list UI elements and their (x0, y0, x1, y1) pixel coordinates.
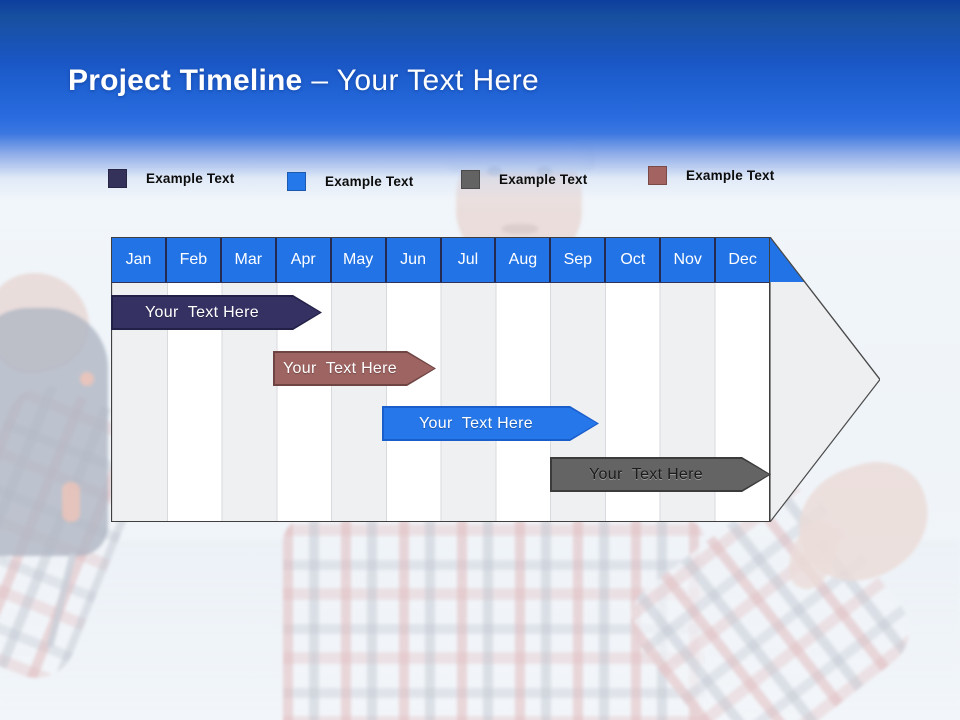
floor-shade (0, 540, 960, 720)
task-bar-4-label: Your Text Here (589, 465, 703, 483)
arrowhead-edge (770, 237, 880, 380)
task-bar-3-label: Your Text Here (419, 414, 533, 432)
task-bar-1-label: Your Text Here (145, 303, 259, 321)
legend-item: Example Text (108, 169, 234, 188)
jigsaw-knob (80, 372, 94, 386)
legend-swatch (648, 166, 667, 185)
month-cell-may: May (329, 238, 385, 282)
month-cell-oct: Oct (604, 238, 659, 282)
task-bar-2-label: Your Text Here (283, 359, 397, 377)
legend-label: Example Text (146, 171, 235, 186)
legend-label: Example Text (325, 174, 414, 189)
arrowhead-header-wedge (770, 237, 805, 282)
month-cell-jan: Jan (125, 251, 152, 268)
task-bar-2: Your Text Here (273, 351, 436, 386)
task-bar-3-fill (384, 408, 597, 439)
legend-swatch (461, 170, 480, 189)
title-main: Project Timeline (68, 64, 303, 97)
task-bar-4: Your Text Here (550, 457, 771, 492)
task-bar-2-fill (275, 353, 434, 384)
month-cell-jun: Jun (384, 238, 440, 282)
month-cell-feb: Feb (164, 238, 220, 282)
month-cell-jul: Jul (439, 238, 495, 282)
month-cell-mar: Mar (219, 238, 275, 282)
title-suffix: – Your Text Here (311, 64, 540, 97)
task-bar-1-fill (113, 297, 320, 328)
page-title: Project Timeline– Your Text Here (68, 60, 539, 102)
legend-label: Example Text (686, 168, 775, 183)
legend-label: Example Text (499, 172, 588, 187)
month-cell-dec: Dec (714, 238, 769, 282)
month-cell-nov: Nov (659, 238, 714, 282)
jigsaw-trigger (62, 482, 80, 522)
legend-item: Example Text (287, 172, 413, 191)
legend-item: Example Text (648, 166, 774, 185)
month-cell-sep: Sep (549, 238, 604, 282)
task-bar-1: Your Text Here (111, 295, 322, 330)
task-bar-4-fill (552, 459, 769, 490)
month-header-row: Jan Feb Mar Apr May Jun Jul Aug Sep Oct … (112, 238, 769, 283)
timeline-arrowhead-icon (770, 237, 880, 522)
month-cell-apr: Apr (274, 238, 330, 282)
legend-swatch (287, 172, 306, 191)
legend-swatch (108, 169, 127, 188)
legend-item: Example Text (461, 170, 587, 189)
month-cell-aug: Aug (494, 238, 549, 282)
title-band: Project Timeline– Your Text Here (0, 0, 960, 215)
jigsaw-tool (0, 308, 108, 556)
task-bar-3: Your Text Here (382, 406, 599, 441)
worker-mouth (502, 224, 538, 234)
plaid-shirt-torso (283, 518, 705, 720)
